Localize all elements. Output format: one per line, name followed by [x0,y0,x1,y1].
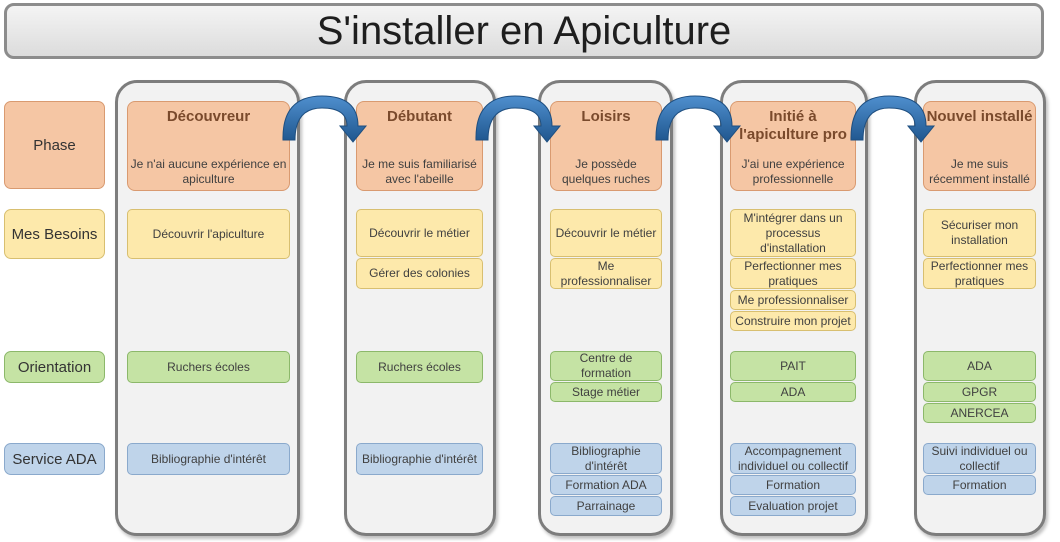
orientation-item: GPGR [923,382,1036,402]
service-item: Accompagnement individuel ou collectif [730,443,856,474]
phase-description: Je me suis récemment installé [929,157,1030,186]
row-label-orientation: Orientation [4,351,105,383]
besoin-item: Découvrir le métier [356,209,483,257]
besoin-item: Me professionnaliser [730,290,856,310]
besoin-item: Découvrir le métier [550,209,662,257]
arrow-1-icon [282,95,368,143]
service-item: Bibliographie d'intérêt [550,443,662,474]
row-label-phase: Phase [4,101,105,189]
service-item: Formation [730,475,856,495]
arrow-2-icon [475,95,562,143]
service-item: Bibliographie d'intérêt [127,443,290,475]
service-item: Bibliographie d'intérêt [356,443,483,475]
phase-card-nouvel-installe: Nouvel installé Je me suis récemment ins… [923,101,1036,191]
besoin-item: Perfectionner mes pratiques [923,258,1036,289]
arrow-4-icon [850,95,936,143]
besoin-item: Gérer des colonies [356,258,483,289]
phase-card-initie: Initié à l'apiculture pro J'ai une expér… [730,101,856,191]
besoin-item: Sécuriser mon installation [923,209,1036,257]
phase-card-debutant: Débutant Je me suis familiarisé avec l'a… [356,101,483,191]
besoin-item: Perfectionner mes pratiques [730,258,856,289]
besoin-item: Construire mon projet [730,311,856,331]
phase-card-decouvreur: Découvreur Je n'ai aucune expérience en … [127,101,290,191]
besoin-item: Découvrir l'apiculture [127,209,290,259]
besoin-item: M'intégrer dans un processus d'installat… [730,209,856,257]
orientation-item: PAIT [730,351,856,381]
orientation-item: ANERCEA [923,403,1036,423]
orientation-item: Centre de formation [550,351,662,381]
service-item: Suivi individuel ou collectif [923,443,1036,474]
besoin-item: Me professionnaliser [550,258,662,289]
orientation-item: Ruchers écoles [127,351,290,383]
orientation-item: ADA [923,351,1036,381]
row-label-besoins: Mes Besoins [4,209,105,259]
phase-title: Initié à l'apiculture pro [739,108,847,143]
service-item: Formation ADA [550,475,662,495]
service-item: Evaluation projet [730,496,856,516]
phase-description: J'ai une expérience professionnelle [741,157,845,186]
service-item: Parrainage [550,496,662,516]
row-label-service: Service ADA [4,443,105,475]
page-title: S'installer en Apiculture [4,3,1044,59]
service-item: Formation [923,475,1036,495]
phase-description: Je possède quelques ruches [561,157,651,186]
phase-title: Loisirs [581,108,631,125]
phase-description: Je me suis familiarisé avec l'abeille [362,157,477,186]
phase-title: Découvreur [166,108,251,125]
orientation-item: Stage métier [550,382,662,402]
arrow-3-icon [655,95,742,143]
phase-card-loisirs: Loisirs Je possède quelques ruches [550,101,662,191]
phase-description: Je n'ai aucune expérience en apiculture [130,157,287,186]
orientation-item: Ruchers écoles [356,351,483,383]
orientation-item: ADA [730,382,856,402]
phase-title: Débutant [387,108,452,125]
phase-title: Nouvel installé [926,108,1033,125]
